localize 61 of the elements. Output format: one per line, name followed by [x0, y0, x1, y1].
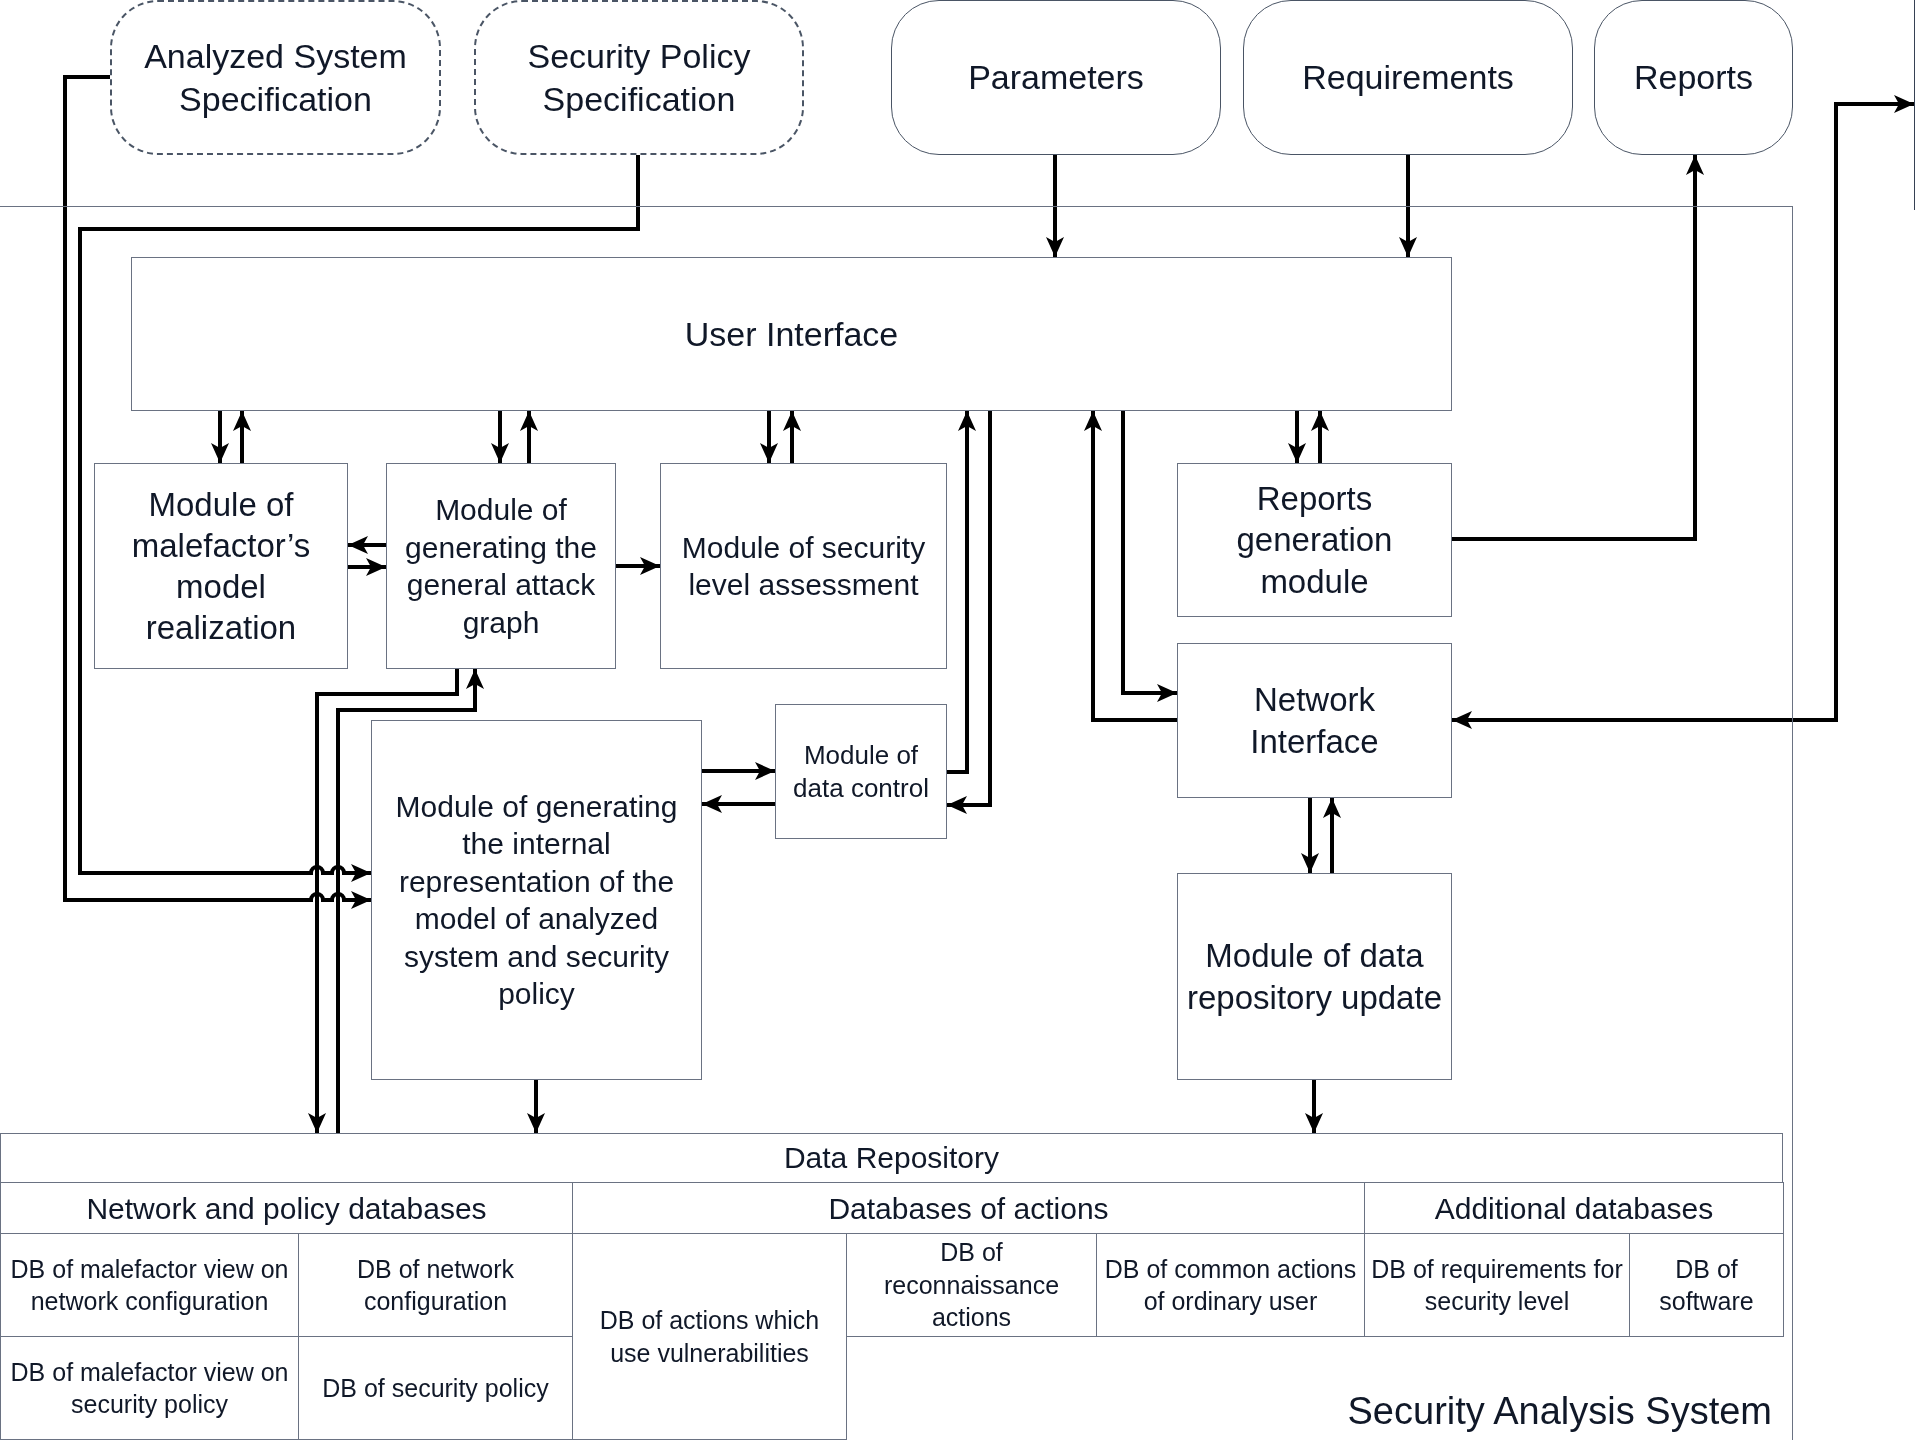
arrow: [520, 411, 538, 463]
arrow: [1301, 798, 1319, 873]
module-box: [1177, 463, 1452, 617]
node-label: Module of malefactor’s model realization: [130, 484, 312, 649]
module-box: [775, 704, 947, 839]
arrow: [1452, 155, 1704, 541]
node-label: Requirements: [1301, 57, 1515, 99]
arrow: [947, 411, 992, 814]
arrow: [211, 411, 229, 463]
arrow: [1452, 95, 1914, 729]
module-box: [94, 463, 348, 669]
arrow: [78, 155, 640, 882]
arrow: [491, 411, 509, 463]
node-label: Module of generating the general attack graph: [404, 492, 598, 641]
arrow: [947, 411, 976, 774]
system-boundary: [0, 206, 1793, 1440]
arrow: [233, 411, 251, 463]
arrow: [348, 558, 386, 576]
node-label: Reports: [1632, 57, 1755, 99]
io-bubble: [1594, 0, 1793, 155]
io-bubble: [891, 0, 1221, 155]
module-box: [1177, 873, 1452, 1080]
table-cell: DB of software: [1629, 1233, 1784, 1337]
node-label: Data Repository: [782, 1140, 1001, 1177]
node-label: Reports generation module: [1235, 479, 1394, 602]
module-box: [660, 463, 947, 669]
node-label: User Interface: [683, 313, 900, 355]
arrow: [348, 536, 386, 554]
arrow: [1121, 411, 1177, 702]
module-box: [371, 720, 702, 1080]
node-label: Security Analysis System: [1347, 1390, 1772, 1434]
node-label: Security Policy Specification: [526, 36, 752, 120]
arrow: [616, 557, 660, 575]
node-label: Module of data repository update: [1186, 936, 1443, 1018]
arrow: [1399, 155, 1417, 257]
arrow: [1084, 411, 1177, 722]
node-label: Parameters: [967, 57, 1145, 99]
arrow: [1323, 798, 1341, 873]
table-cell: DB of malefactor view on security policy: [0, 1336, 299, 1440]
node-label: Module of data control: [792, 739, 930, 804]
module-box: [131, 257, 1452, 411]
arrow: [1311, 411, 1329, 463]
module-box: [386, 463, 616, 669]
arrow: [336, 669, 484, 1133]
arrow: [308, 669, 459, 1133]
arrow: [527, 1080, 545, 1133]
arrow: [783, 411, 801, 463]
node-label: Module of generating the internal representation of the model of analyzed system and security policy: [394, 788, 679, 1012]
arrow: [760, 411, 778, 463]
arrow: [702, 795, 775, 813]
arrow: [1305, 1080, 1323, 1133]
arrow: [702, 762, 775, 780]
module-box: [0, 1133, 1783, 1183]
io-bubble: [1243, 0, 1573, 155]
arrow: [1288, 411, 1306, 463]
node-label: Module of security level assessment: [680, 529, 927, 603]
arrow: [63, 75, 371, 909]
node-label: Analyzed System Specification: [143, 36, 408, 120]
node-label: Network Interface: [1249, 680, 1380, 762]
arrow: [1046, 155, 1064, 257]
module-box: [1177, 643, 1452, 798]
